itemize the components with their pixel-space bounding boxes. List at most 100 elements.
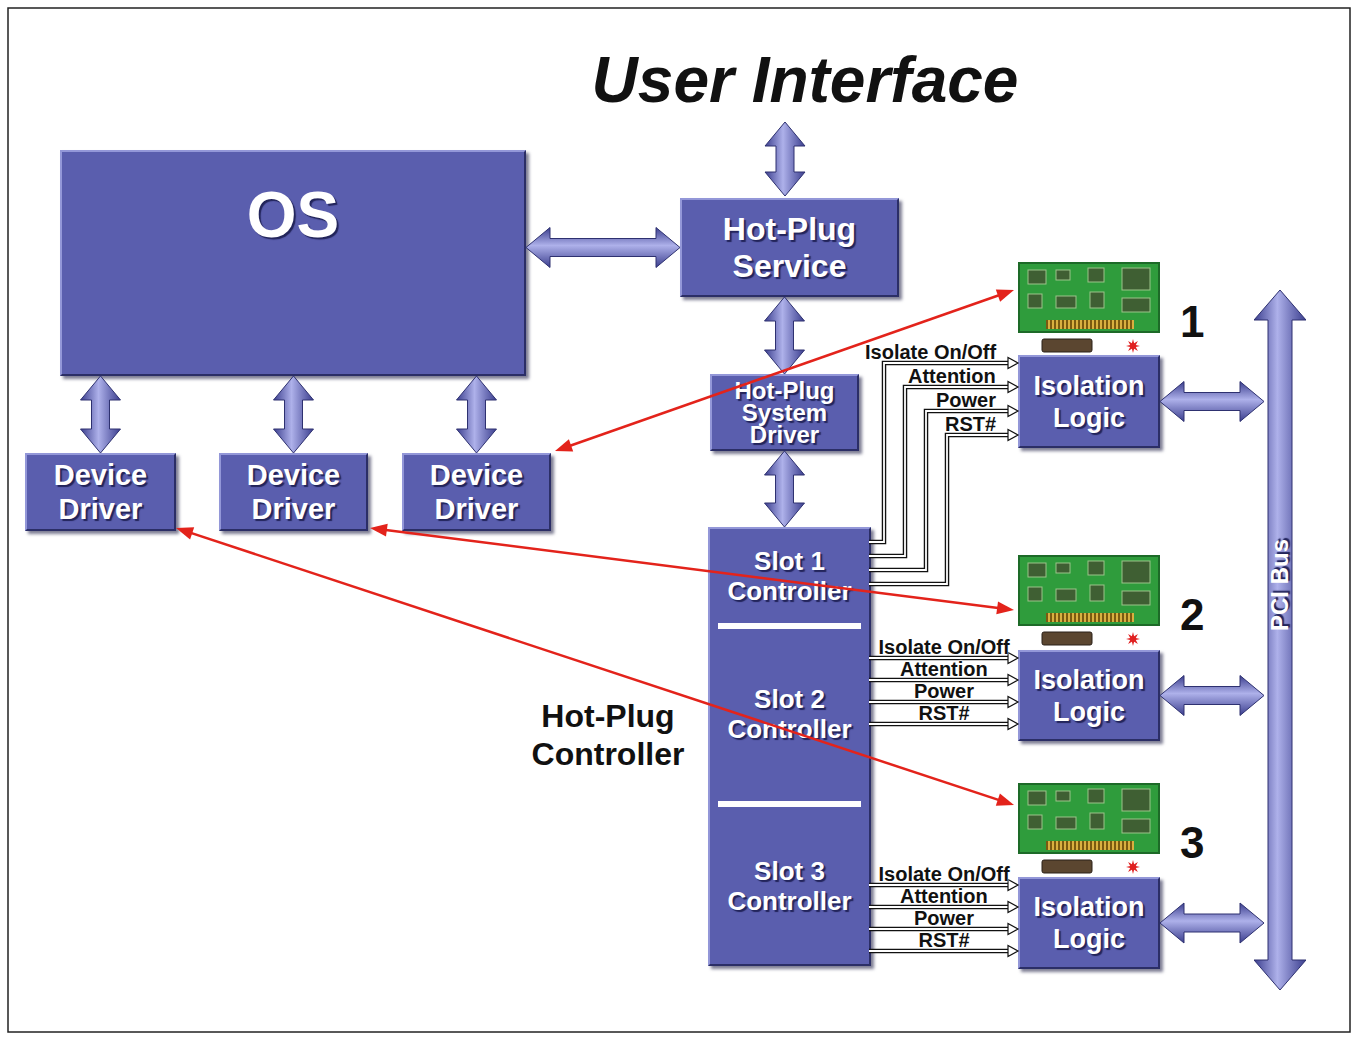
thick-arrow	[81, 376, 121, 453]
signal-wire-core	[869, 363, 1010, 542]
wire-arrow-head	[1008, 358, 1018, 369]
node-text: Device Driver	[221, 458, 366, 526]
device-driver-box: Device Driver	[219, 453, 368, 531]
connector	[869, 406, 1018, 571]
hot-plug-service-box: Hot-Plug Service	[680, 198, 899, 297]
signal-wire-core	[869, 387, 1010, 556]
signal-wire	[869, 363, 1010, 542]
isolation-logic-box: Isolation Logic	[1018, 877, 1160, 969]
thick-arrow	[1160, 676, 1264, 716]
node-text: Hot-Plug System Driver	[712, 380, 857, 446]
signal-label: RST#	[945, 414, 996, 434]
isolation-logic-box: Isolation Logic	[1018, 355, 1160, 448]
signal-label: Attention	[908, 366, 996, 386]
connector	[1160, 382, 1264, 422]
pci-card: 3	[1018, 783, 1160, 854]
node-text: Slot 2 Controller	[710, 684, 869, 744]
signal-label: RST#	[919, 703, 970, 723]
node-text: Slot 1 Controller	[710, 546, 869, 606]
signal-label: Attention	[900, 886, 988, 906]
signal-wire	[869, 387, 1010, 556]
signal-label: Power	[936, 390, 996, 410]
connector	[1160, 903, 1264, 943]
connector	[869, 358, 1018, 543]
bus-shape	[1254, 290, 1306, 990]
signal-label: RST#	[919, 930, 970, 950]
pci-card: 2	[1018, 555, 1160, 626]
node-text: Hot-Plug Service	[682, 211, 897, 285]
signal-wire	[869, 435, 1010, 584]
node-text: Slot 3 Controller	[710, 856, 869, 916]
slot-controller: Slot 2 Controller	[710, 629, 869, 799]
node-text: Isolation Logic	[1020, 891, 1158, 955]
thick-arrow	[765, 451, 805, 527]
arrow-head	[996, 601, 1014, 614]
controller-label: Hot-Plug Controller	[516, 697, 700, 773]
signal-wire-core	[869, 950, 1010, 952]
slot-controller: Slot 3 Controller	[710, 807, 869, 964]
connector	[274, 376, 314, 453]
wire-arrow-head	[1008, 697, 1018, 708]
thick-arrow	[274, 376, 314, 453]
signal-wire-core	[869, 723, 1010, 725]
connector	[555, 290, 1014, 452]
pci-bus: PCI Bus	[1254, 290, 1306, 990]
bus-label: PCI Bus	[1266, 537, 1294, 633]
red-arrow-line	[186, 531, 1005, 802]
pci-card: 1	[1018, 262, 1160, 333]
signal-label: Isolate On/Off	[865, 342, 996, 362]
thick-arrow	[1160, 382, 1264, 422]
connector	[869, 382, 1018, 557]
wire-arrow-head	[1008, 675, 1018, 686]
connector	[869, 430, 1018, 585]
device-driver-box: Device Driver	[402, 453, 551, 531]
connector	[81, 376, 121, 453]
connector	[176, 527, 1014, 806]
user-interface-arrow	[765, 122, 805, 196]
signal-label: Attention	[900, 659, 988, 679]
connector	[370, 524, 1014, 615]
connector	[765, 297, 805, 374]
arrow-head	[176, 527, 194, 539]
thick-arrow	[765, 297, 805, 374]
callout-number: 1	[1178, 298, 1206, 346]
arrow-head	[555, 439, 573, 451]
signal-label: Isolate On/Off	[879, 637, 1010, 657]
arrow-head	[996, 794, 1014, 806]
device-driver-box: Device Driver	[25, 453, 176, 531]
wire-arrow-head	[1008, 902, 1018, 913]
signal-label: Power	[914, 908, 974, 928]
slot-controller: Slot 1 Controller	[710, 529, 869, 623]
hot-plug-controller: Hot-Plug ControllerSlot 1 ControllerSlot…	[708, 527, 871, 966]
signal-wire-core	[869, 435, 1010, 584]
connector	[526, 228, 680, 268]
red-arrow-line	[380, 529, 1004, 608]
arrow-head	[370, 524, 388, 537]
connector	[765, 451, 805, 527]
wire-arrow-head	[1008, 946, 1018, 957]
signal-wire-core	[869, 411, 1010, 570]
connector	[1160, 676, 1264, 716]
node-text: Device Driver	[27, 458, 174, 526]
diagram-title: User Interface	[480, 44, 1130, 116]
callout-number: 2	[1178, 591, 1206, 639]
wire-arrow-head	[1008, 382, 1018, 393]
signal-label: Power	[914, 681, 974, 701]
wire-arrow-head	[1008, 924, 1018, 935]
node-text: Isolation Logic	[1020, 370, 1158, 434]
wire-arrow-head	[1008, 406, 1018, 417]
arrow-head	[996, 290, 1014, 302]
isolation-logic-box: Isolation Logic	[1018, 650, 1160, 741]
wire-arrow-head	[1008, 719, 1018, 730]
os-box: OS	[60, 150, 526, 376]
connector	[457, 376, 497, 453]
node-text: Device Driver	[404, 458, 549, 526]
bus-arrow	[1254, 290, 1306, 990]
thick-arrow	[526, 228, 680, 268]
node-text: Isolation Logic	[1020, 664, 1158, 728]
frame-border	[8, 8, 1350, 1032]
thick-arrow	[457, 376, 497, 453]
red-arrow-line	[564, 293, 1004, 447]
node-text: OS	[245, 180, 341, 250]
